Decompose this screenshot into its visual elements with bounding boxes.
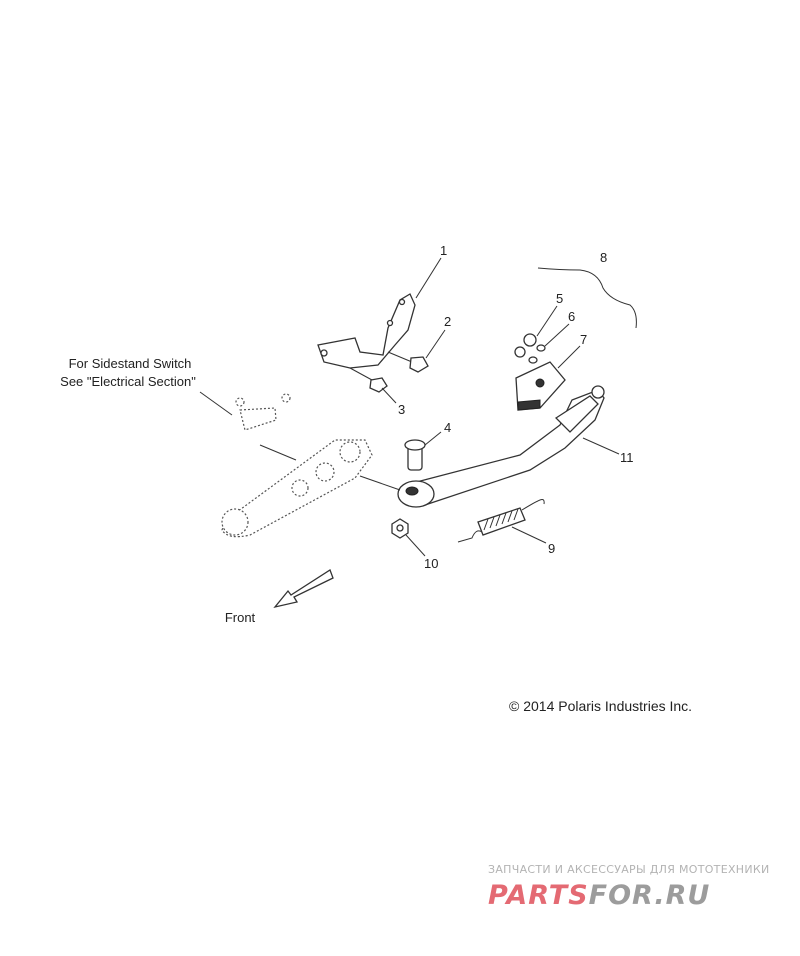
front-arrow-icon xyxy=(273,569,334,609)
part-11-sidestand-leg xyxy=(397,385,605,508)
part-5-cap xyxy=(514,333,537,358)
callout-7: 7 xyxy=(580,332,587,347)
note-line-1: For Sidestand Switch xyxy=(69,356,192,371)
watermark-logo-part2: FOR.RU xyxy=(589,880,711,911)
part-1-bracket xyxy=(317,293,416,369)
callout-1: 1 xyxy=(440,243,447,258)
callout-11: 11 xyxy=(620,450,634,465)
callout-3: 3 xyxy=(398,402,405,417)
watermark-tagline: ЗАПЧАСТИ И АКСЕССУАРЫ ДЛЯ МОТОТЕХНИКИ xyxy=(488,863,770,876)
part-10-nut xyxy=(391,518,409,539)
part-2-bolt xyxy=(387,351,429,373)
callout-10: 10 xyxy=(424,556,438,571)
part-6-washer xyxy=(528,344,546,364)
part-3-bolt xyxy=(349,367,388,393)
callout-leaders xyxy=(199,257,620,557)
note-line-2: See "Electrical Section" xyxy=(60,374,196,389)
part-7-foot-pad xyxy=(515,361,566,411)
callout-2: 2 xyxy=(444,314,451,329)
part-4-pivot-bolt xyxy=(404,439,426,471)
callout-4: 4 xyxy=(444,420,451,435)
callout-8: 8 xyxy=(600,250,607,265)
ghost-frame-assembly xyxy=(221,393,373,538)
callout-9: 9 xyxy=(548,541,555,556)
watermark-logo: PARTSFOR.RU xyxy=(488,880,710,911)
part-8-brace xyxy=(537,267,637,329)
callout-labels: 1 2 3 4 5 6 7 8 9 10 11 xyxy=(398,243,634,571)
callout-6: 6 xyxy=(568,309,575,324)
watermark-logo-part1: PARTS xyxy=(488,880,589,911)
front-label: Front xyxy=(225,610,256,625)
copyright-text: © 2014 Polaris Industries Inc. xyxy=(509,698,692,714)
callout-5: 5 xyxy=(556,291,563,306)
part-9-spring xyxy=(457,499,545,543)
